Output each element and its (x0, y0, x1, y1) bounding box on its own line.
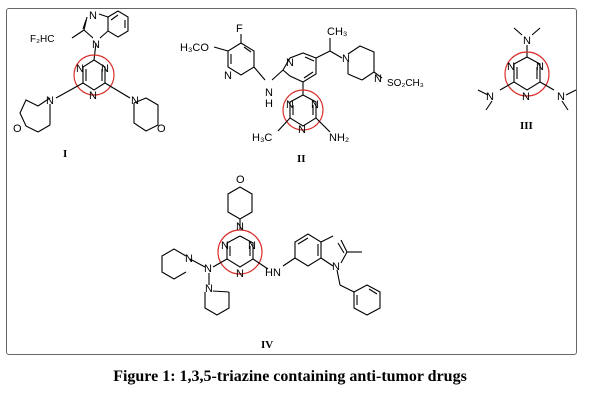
triazine-highlight-ring (504, 51, 550, 97)
atom-label: F (236, 23, 243, 35)
compound-numeral: IV (261, 339, 273, 351)
atom-label: N (286, 99, 294, 111)
atom-label: N (557, 91, 565, 103)
atom-label: O (236, 174, 245, 186)
atom-label: O (13, 123, 22, 135)
atom-label: N (204, 263, 212, 275)
atom-label: N (46, 95, 54, 107)
atom-label: N (92, 39, 100, 51)
atom-label: N (342, 53, 350, 65)
atom-label: H (265, 98, 273, 110)
atom-label: N (311, 99, 319, 111)
atom-label: N (236, 221, 244, 233)
figure-caption: Figure 1: 1,3,5-triazine containing anti… (113, 368, 467, 385)
atom-label: N (224, 70, 232, 82)
atom-label: N (522, 91, 530, 103)
atom-label: N (89, 90, 97, 102)
triazine-structures-figure: N F₂HC N N N N N O N O I (13, 10, 577, 351)
triazine-highlight-ring (73, 54, 115, 96)
triazine-highlight-ring (282, 89, 324, 131)
atom-label: N (185, 253, 193, 265)
compound-numeral: I (63, 148, 67, 160)
compound-i: N F₂HC N N N N N O N O I (13, 10, 166, 160)
atom-label: N (205, 283, 213, 295)
atom-label: N (248, 240, 256, 252)
compound-ii: F H₃CO N N H N CH₃ N N SO₂CH₃ N N N H₃C … (180, 23, 424, 165)
compound-numeral: II (297, 153, 306, 165)
atom-label: H₃CO (180, 42, 209, 54)
atom-label: N (332, 261, 340, 273)
atom-label: CH₃ (327, 26, 347, 38)
atom-label: N (76, 63, 84, 75)
triazine-highlight-ring (217, 229, 263, 275)
figure-frame (6, 8, 577, 355)
atom-label: N (273, 267, 281, 279)
atom-label: N (536, 61, 544, 73)
atom-label: N (286, 57, 294, 69)
atom-label: F₂HC (30, 34, 54, 45)
atom-label: H (265, 267, 273, 279)
atom-label: N (486, 91, 494, 103)
atom-label: N (374, 73, 382, 85)
atom-label: NH₂ (329, 132, 349, 144)
atom-label: N (221, 240, 229, 252)
atom-label: N (523, 35, 531, 47)
compound-numeral: III (520, 120, 533, 132)
atom-label: N (101, 63, 109, 75)
atom-label: SO₂CH₃ (387, 78, 424, 89)
compound-iv: O N N N N N N N H N N IV (161, 174, 381, 351)
atom-label: N (298, 124, 306, 136)
atom-label: N (265, 87, 273, 99)
atom-label: N (507, 61, 515, 73)
atom-label: N (89, 10, 97, 22)
atom-label: H₃C (252, 132, 272, 144)
atom-label: N (131, 95, 139, 107)
compound-iii: N N N N N N III (477, 27, 577, 132)
atom-label: N (236, 268, 244, 280)
atom-label: O (157, 123, 166, 135)
